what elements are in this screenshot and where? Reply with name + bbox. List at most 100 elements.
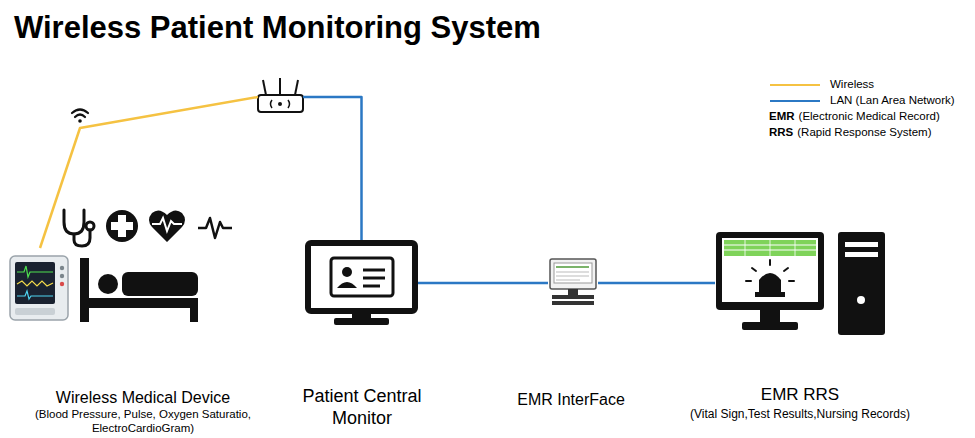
stethoscope-icon-part (64, 210, 84, 234)
bedside-monitor-part (60, 266, 64, 270)
central-monitor-icon-part (308, 243, 415, 311)
bedside-monitor-part (60, 282, 64, 286)
rrs-workstation-icon-part (746, 260, 794, 281)
network-connector (598, 283, 715, 284)
stethoscope-icon (64, 210, 94, 246)
emr-interface-icon-part (568, 289, 578, 295)
router-icon-part (295, 80, 298, 95)
rrs-workstation-icon (716, 232, 885, 335)
central-monitor-icon-part (337, 282, 357, 288)
abbreviation-meaning: (Electronic Medical Record) (799, 110, 940, 122)
bedside-monitor-part (15, 262, 55, 304)
heart-icon (149, 210, 185, 242)
router-icon-part (279, 78, 281, 95)
central-monitor-icon-part (342, 267, 352, 277)
emr-interface-icon-part (554, 263, 592, 283)
bed-icon-part (190, 300, 198, 322)
emr-interface-icon-part (556, 266, 589, 268)
connector-segment (418, 282, 548, 285)
bedside-monitor-part (15, 308, 55, 315)
medical-cross-icon (106, 210, 138, 242)
node-subcaption: (Vital Sign,Test Results,Nursing Records… (660, 407, 940, 421)
rrs-workstation-icon-part (745, 240, 746, 256)
rrs-workstation-icon-part (724, 240, 816, 256)
central-monitor-icon-part (363, 269, 385, 272)
router-icon-part (278, 102, 282, 106)
heart-icon-part (149, 210, 185, 242)
central-monitor-icon-part (352, 311, 371, 319)
device-node: Wireless Medical Device(Blood Pressure, … (8, 248, 198, 326)
rrs-workstation-icon-part (845, 242, 878, 247)
bed-icon-part (98, 274, 118, 294)
rrs-workstation-icon-part (716, 232, 824, 310)
emr-interface-icon-part (556, 272, 589, 273)
wifi-icon (72, 110, 88, 123)
emr-interface-icon-part (556, 276, 589, 277)
router-icon (258, 78, 303, 112)
emr-interface-icon-part (552, 301, 594, 305)
bed-icon-part (122, 272, 198, 296)
heart-icon-part (152, 218, 182, 231)
rrs-workstation-icon-part (769, 260, 771, 265)
rrs-workstation-icon-part (752, 268, 756, 271)
node-caption: Wireless Medical Device (8, 388, 278, 407)
legend-line-sample (770, 100, 820, 102)
central-monitor-icon-part (331, 258, 393, 296)
central-monitor-icon-part (363, 285, 380, 288)
abbreviation-label: EMR (769, 110, 795, 122)
bed-icon-part (89, 298, 198, 308)
device-node: EMR RRS(Vital Sign,Test Results,Nursing … (715, 230, 885, 335)
diagram-title: Wireless Patient Monitoring System (14, 10, 541, 46)
node-caption: EMR InterFace (496, 390, 646, 409)
bed-icon-part (80, 258, 89, 322)
legend-text: Wireless (830, 78, 874, 90)
rrs-workstation-icon-part (784, 268, 788, 271)
central-monitor-icon-part (334, 318, 389, 325)
stethoscope-icon-part (86, 222, 94, 230)
network-connector (418, 283, 548, 284)
connector-segment (303, 97, 362, 240)
rrs-workstation-icon-part (759, 273, 781, 292)
emr-interface-icon-part (550, 259, 596, 289)
abbreviation-meaning: (Rapid Response System) (797, 126, 931, 138)
rrs-workstation-icon-part (742, 322, 798, 330)
bedside-monitor-part (17, 291, 53, 299)
connector-segment (598, 282, 715, 285)
stethoscope-icon-part (74, 230, 90, 246)
rrs-workstation-icon-part (857, 296, 865, 304)
rrs-workstation-icon-part (789, 280, 794, 282)
rrs-workstation-icon-part (760, 310, 780, 323)
wifi-icon-part (78, 119, 82, 123)
router-icon-part (258, 95, 303, 112)
emr-interface-icon (550, 259, 596, 305)
legend-line-sample (770, 84, 820, 86)
bedside-monitor-part (10, 256, 68, 320)
rrs-workstation-icon-part (795, 240, 796, 256)
bedside-monitor-part (17, 266, 53, 277)
device-node: Patient Central Monitor (305, 240, 418, 326)
connector-segment (40, 97, 258, 248)
emr-interface-icon-part (552, 295, 594, 299)
node-caption: EMR RRS (660, 385, 940, 405)
device-node: EMR InterFace (548, 258, 598, 306)
node-subcaption: (Blood Pressure, Pulse, Oxygen Saturatio… (15, 408, 271, 436)
bedside-monitor (10, 256, 68, 320)
legend-text: LAN (Lan Area Network) (830, 94, 955, 106)
central-monitor-icon (308, 243, 415, 325)
network-connector (40, 97, 362, 248)
wifi-icon-part (72, 110, 88, 114)
ecg-icon (198, 218, 232, 238)
rrs-workstation-icon-part (722, 238, 818, 302)
rrs-workstation-icon-part (746, 280, 751, 282)
rrs-workstation-icon-part (770, 240, 771, 256)
abbreviation-label: RRS (769, 126, 793, 138)
router-icon-part (263, 80, 266, 95)
bedside-monitor-part (60, 274, 64, 278)
rrs-workstation-icon-part (755, 292, 785, 297)
wifi-icon-part (75, 115, 85, 118)
bedside-monitor-part (17, 281, 53, 286)
